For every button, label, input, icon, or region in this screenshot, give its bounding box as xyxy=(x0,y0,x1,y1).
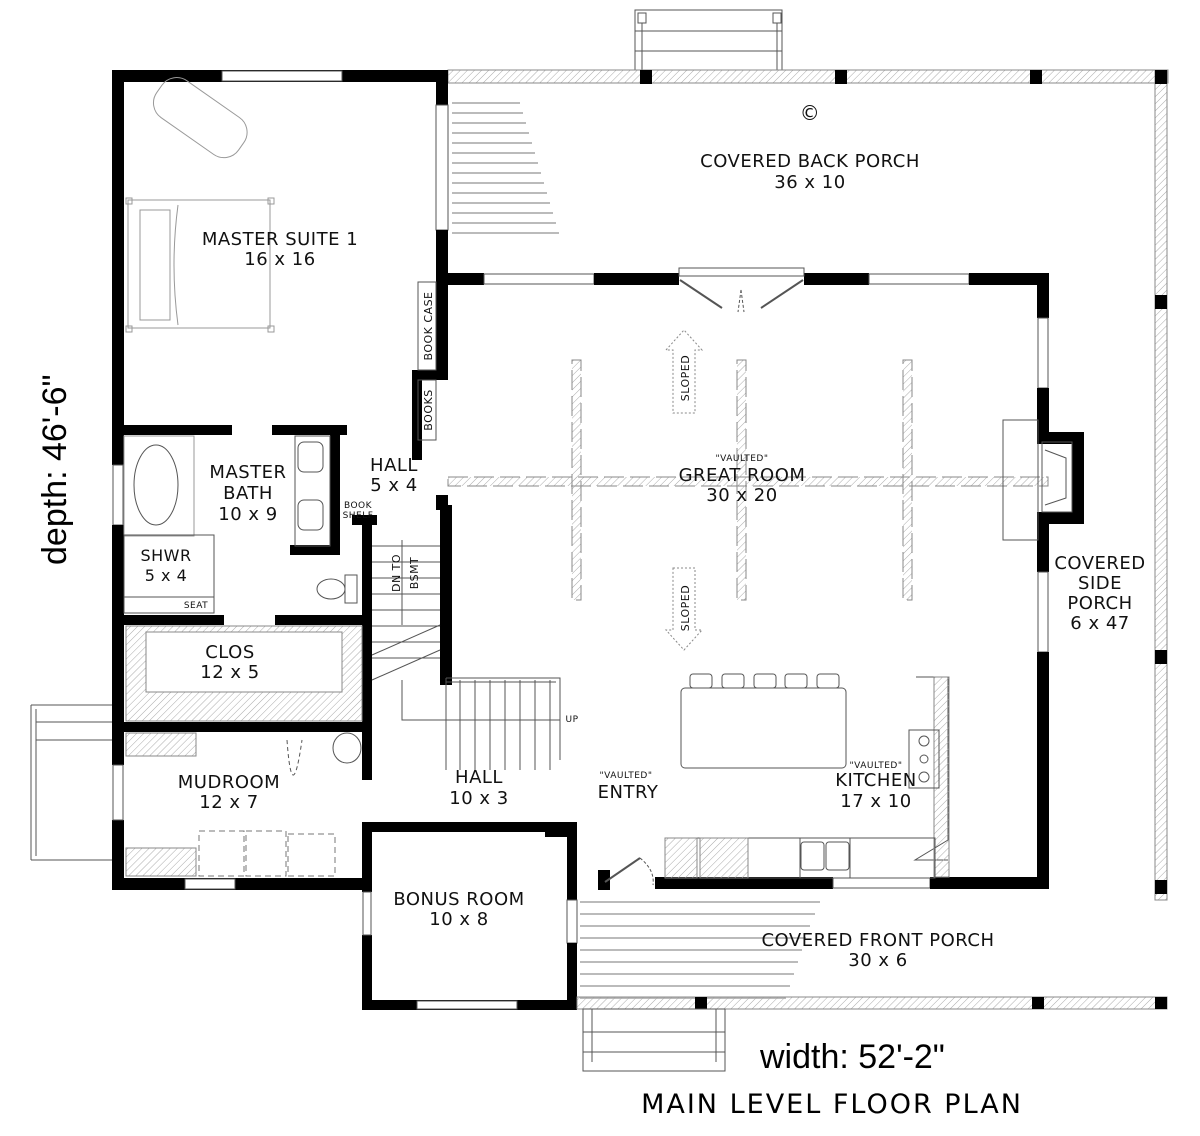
bonus-room-size: 10 x 8 xyxy=(429,909,488,930)
master-suite-name: MASTER SUITE 1 xyxy=(202,229,358,250)
front-porch-name: COVERED FRONT PORCH xyxy=(761,930,994,951)
closet-size: 12 x 5 xyxy=(200,662,259,683)
cooktop-icon xyxy=(918,735,930,783)
hall-long-size: 10 x 3 xyxy=(449,788,508,809)
great-room-note: "VAULTED" xyxy=(716,454,769,464)
great-room-name: GREAT ROOM xyxy=(679,465,806,486)
hall-small-size: 5 x 4 xyxy=(370,475,418,496)
sloped-arrow-up-icon xyxy=(664,329,704,414)
side-porch-line-2: SIDE xyxy=(1078,573,1122,594)
books-label: BOOKS xyxy=(422,389,435,430)
staircase xyxy=(371,540,561,770)
fireplace-icon xyxy=(1002,419,1073,541)
great-room-size: 30 x 20 xyxy=(706,485,777,506)
stairs-up-label: UP xyxy=(565,715,578,725)
kitchen-island xyxy=(680,673,847,769)
chaise-lounge-icon xyxy=(152,77,248,159)
side-porch-line-3: PORCH xyxy=(1067,593,1132,614)
kitchen-sink-icon xyxy=(800,841,850,871)
shower-size: 5 x 4 xyxy=(145,566,188,585)
toilet-icon xyxy=(316,574,358,604)
mudroom-fixtures xyxy=(125,732,362,877)
shower-name: SHWR xyxy=(140,546,191,565)
copyright-symbol: © xyxy=(800,101,821,125)
master-bath-size: 10 x 9 xyxy=(218,504,277,525)
kitchen-note: "VAULTED" xyxy=(850,761,903,771)
bathtub-icon xyxy=(123,435,195,537)
shower-seat-label: SEAT xyxy=(184,601,208,611)
closet-name: CLOS xyxy=(205,642,255,663)
front-porch-size: 30 x 6 xyxy=(848,950,907,971)
closet-shelving xyxy=(125,625,363,722)
mudroom-steps xyxy=(30,704,112,861)
side-porch-size: 6 x 47 xyxy=(1070,613,1129,634)
ceiling-beams xyxy=(447,359,1049,601)
kitchen-name: KITCHEN xyxy=(835,770,917,791)
interior-walls xyxy=(112,280,578,1010)
french-doors xyxy=(678,267,805,313)
book-shelf-label-2: SHELF xyxy=(343,511,374,521)
book-case xyxy=(417,281,437,441)
width-dimension: width: 52'-2" xyxy=(759,1038,945,1076)
sloped-arrow-down-icon xyxy=(664,567,704,651)
back-porch-railing xyxy=(447,69,1169,901)
exterior-walls xyxy=(112,70,1084,890)
hall-long-name: HALL xyxy=(455,767,503,788)
entry-name: ENTRY xyxy=(598,782,659,803)
stairs-down-label-1: DN TO xyxy=(390,554,403,592)
front-porch-steps xyxy=(582,1008,726,1072)
entry-note: "VAULTED" xyxy=(600,771,653,781)
master-bath-name-2: BATH xyxy=(223,483,273,504)
back-porch-decking xyxy=(452,102,559,234)
sloped-lower-label: SLOPED xyxy=(679,585,692,631)
mudroom-name: MUDROOM xyxy=(178,772,280,793)
back-porch-size: 36 x 10 xyxy=(774,172,845,193)
vanity-sinks-icon xyxy=(294,435,331,547)
master-bath-name-1: MASTER xyxy=(209,462,286,483)
stairs-down-label-2: BSMT xyxy=(408,557,421,590)
plan-title: MAIN LEVEL FLOOR PLAN xyxy=(641,1089,1023,1120)
shower-icon xyxy=(123,534,215,614)
master-suite-size: 16 x 16 xyxy=(244,249,315,270)
kitchen-size: 17 x 10 xyxy=(840,791,911,812)
hall-small-name: HALL xyxy=(370,455,418,476)
depth-dimension: depth: 46'-6" xyxy=(36,374,74,565)
bed-icon xyxy=(125,197,275,333)
front-porch-railing xyxy=(576,996,1168,1010)
kitchen-counters xyxy=(664,676,950,879)
mudroom-size: 12 x 7 xyxy=(199,792,258,813)
entry-door xyxy=(604,857,654,886)
bonus-room-name: BONUS ROOM xyxy=(393,889,524,910)
sloped-upper-label: SLOPED xyxy=(679,355,692,401)
back-porch-steps xyxy=(634,9,783,71)
book-shelf-label-1: BOOK xyxy=(344,501,373,511)
back-porch-name: COVERED BACK PORCH xyxy=(700,151,920,172)
side-porch-line-1: COVERED xyxy=(1054,553,1145,574)
book-case-label: BOOK CASE xyxy=(422,291,435,360)
